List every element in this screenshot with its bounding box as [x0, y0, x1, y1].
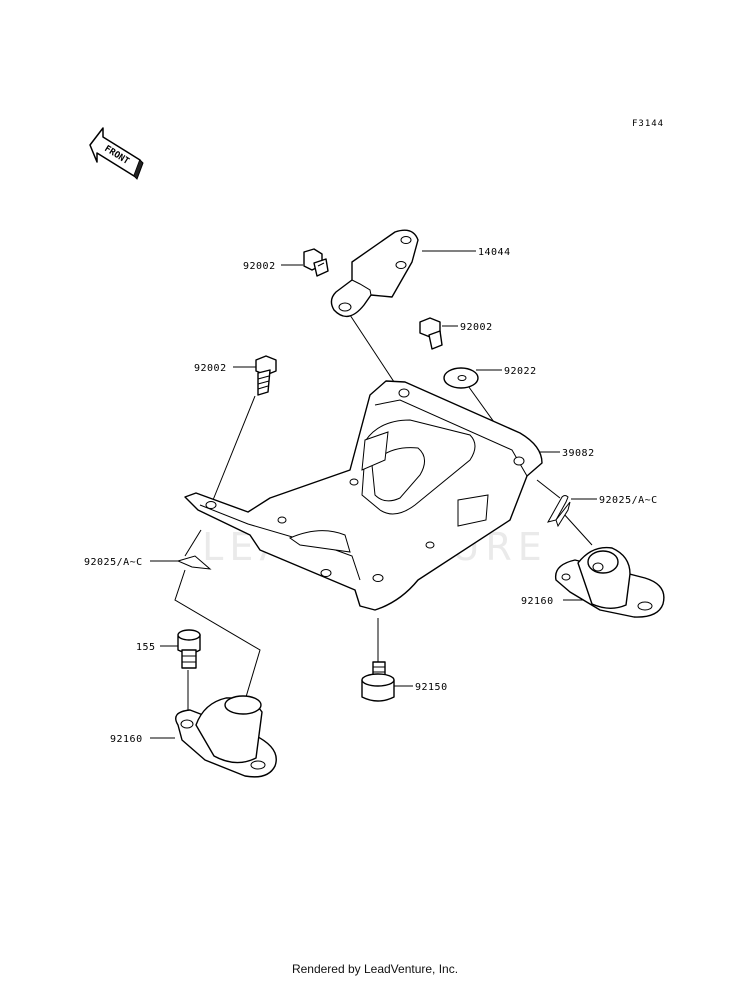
label-92025-right: 92025/A~C — [599, 495, 658, 506]
clip-92025-right — [546, 495, 571, 528]
label-92150: 92150 — [415, 682, 448, 693]
label-92002-right: 92002 — [460, 322, 493, 333]
stud-155 — [177, 629, 201, 669]
label-92160-right: 92160 — [521, 596, 554, 607]
front-arrow-icon: FRONT — [89, 127, 144, 180]
label-92022: 92022 — [504, 366, 537, 377]
engine-mount-92160-right — [554, 546, 665, 618]
skid-plate-39082 — [184, 380, 543, 611]
label-92002-top: 92002 — [243, 261, 276, 272]
footer-credit: Rendered by LeadVenture, Inc. — [291, 962, 459, 976]
bracket-14044 — [330, 229, 419, 318]
label-14044: 14044 — [478, 247, 511, 258]
bolt-92002-top — [303, 248, 329, 277]
bolt-92002-right — [419, 317, 443, 350]
washer-92022 — [443, 367, 479, 389]
label-92025-left: 92025/A~C — [84, 557, 143, 568]
leader-lines — [150, 250, 597, 739]
bolt-92002-left — [255, 355, 277, 396]
clip-92025-left — [176, 555, 212, 570]
label-92160-left: 92160 — [110, 734, 143, 745]
label-39082: 39082 — [562, 448, 595, 459]
figure-code: F3144 — [632, 119, 664, 129]
label-155: 155 — [136, 642, 156, 653]
bolt-92150 — [361, 661, 395, 702]
label-92002-left: 92002 — [194, 363, 227, 374]
engine-mount-92160-left — [175, 695, 277, 778]
